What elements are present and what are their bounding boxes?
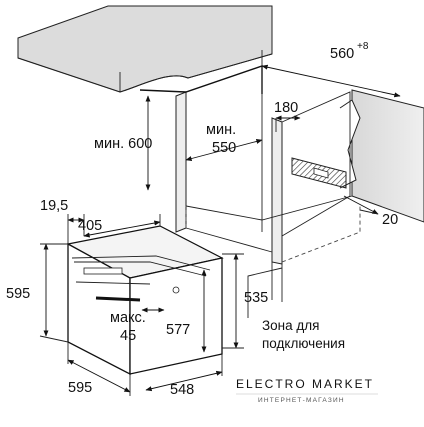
watermark-subtitle: ИНТЕРНЕТ-МАГАЗИН <box>258 397 345 404</box>
dim-oven-width-value: 595 <box>68 380 92 396</box>
dim-min-depth-value: 550 <box>212 140 236 156</box>
connection-zone-line2: подключения <box>262 336 345 351</box>
dim-front-offset-value: 19,5 <box>40 198 68 214</box>
dim-min-depth: мин. 550 <box>185 122 263 161</box>
dim-max-value: 45 <box>120 328 136 344</box>
side-wall <box>339 89 424 223</box>
dim-door-height: 577 <box>166 269 207 353</box>
dim-inner-width-value: 405 <box>78 218 102 234</box>
dim-min-depth-label: мин. <box>206 122 236 138</box>
dim-min-height-value: мин. 600 <box>94 136 152 152</box>
dim-rear-gap: 20 <box>343 195 398 228</box>
connection-zone-line1: Зона для <box>262 318 319 333</box>
dim-oven-height: 595 <box>6 243 69 343</box>
cabinet-niche <box>139 65 361 302</box>
watermark: ELECTRO MARKET ИНТЕРНЕТ-МАГАЗИН <box>236 377 378 404</box>
dim-oven-height-value: 595 <box>6 286 30 302</box>
dim-vent-depth-value: 180 <box>274 100 298 116</box>
dim-body-height-value: 535 <box>244 290 268 306</box>
dim-body-height: 535 <box>222 253 268 349</box>
watermark-title: ELECTRO MARKET <box>236 377 374 391</box>
dim-rear-gap-value: 20 <box>382 212 398 228</box>
dim-max-label: макс. <box>110 310 146 326</box>
dim-min-height: мин. 600 <box>94 95 152 191</box>
dim-top-width-value: 560 <box>330 46 354 62</box>
dim-door-height-value: 577 <box>166 322 190 338</box>
countertop <box>17 5 273 93</box>
dim-max-offset: макс. 45 <box>110 307 165 344</box>
dim-oven-depth-value: 548 <box>170 382 194 398</box>
dim-vent-depth: 180 <box>274 100 301 132</box>
oven <box>66 225 224 376</box>
dim-top-width-sup: +8 <box>357 41 369 52</box>
dim-oven-depth: 548 <box>145 354 223 398</box>
dim-top-width: 560 +8 <box>261 41 401 98</box>
connection-zone: Зона для подключения <box>247 267 345 351</box>
dim-oven-width: 595 <box>67 342 131 396</box>
dim-inner-width: 405 <box>78 214 161 238</box>
